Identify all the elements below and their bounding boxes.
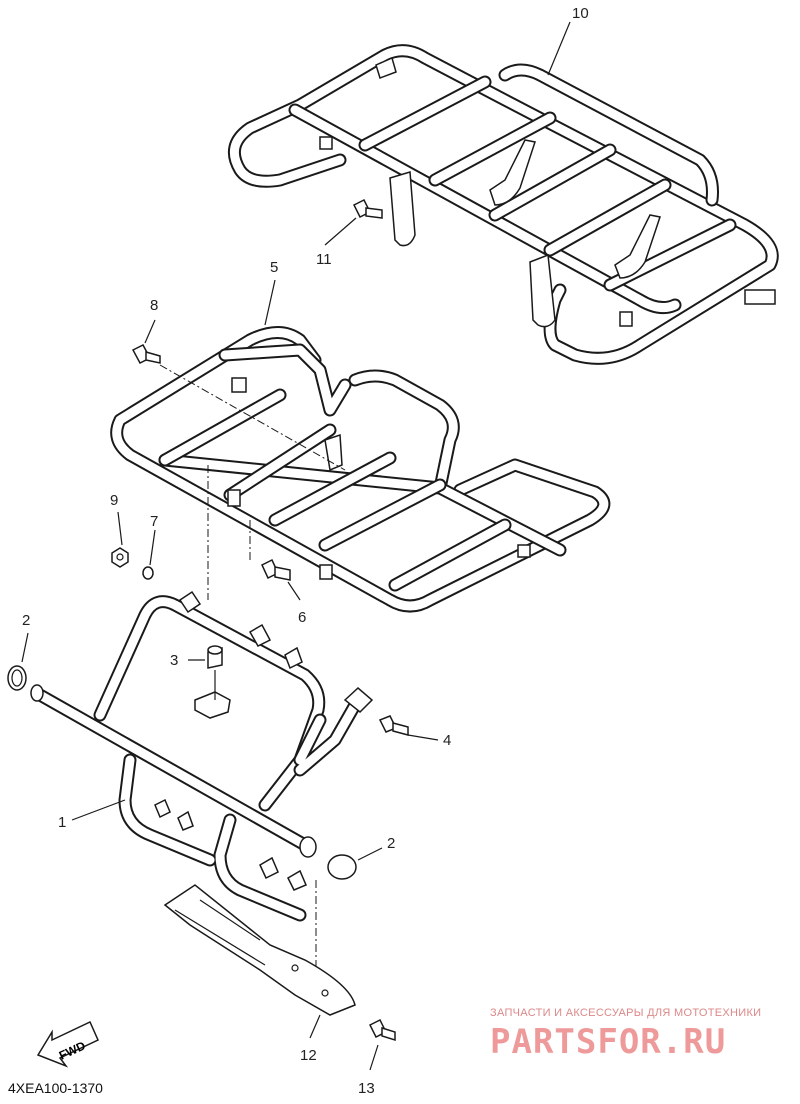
rear-carrier-10 <box>227 44 779 365</box>
leader-5 <box>264 279 276 326</box>
front-guard-1 <box>30 590 374 922</box>
callout-7: 7 <box>150 513 158 530</box>
front-carrier-5 <box>110 326 611 613</box>
watermark-logo: PARTSFOR.RU <box>490 1022 727 1062</box>
bolt-6 <box>261 558 301 601</box>
callout-10: 10 <box>572 5 589 22</box>
callout-2-right: 2 <box>387 835 395 852</box>
callout-1: 1 <box>58 814 66 831</box>
watermark-tagline: ЗАПЧАСТИ И АКСЕССУАРЫ ДЛЯ МОТОТЕХНИКИ <box>490 1007 762 1019</box>
callout-9: 9 <box>110 492 118 509</box>
callout-3: 3 <box>170 652 178 669</box>
bolt-13 <box>368 1018 396 1071</box>
rubber-stop-3 <box>188 645 223 700</box>
callout-5: 5 <box>270 259 278 276</box>
end-cap-2-right <box>327 847 383 880</box>
bolt-11 <box>324 198 383 246</box>
bolt-4 <box>378 715 439 741</box>
diagram-code: 4XEA100-1370 <box>8 1080 103 1096</box>
washer-7 <box>142 529 156 580</box>
callout-8: 8 <box>150 297 158 314</box>
end-cap-2-left <box>7 632 29 691</box>
leader-1 <box>71 799 126 821</box>
callout-13: 13 <box>358 1080 375 1097</box>
callout-2-left: 2 <box>22 612 30 629</box>
skid-plate-12 <box>163 884 356 1039</box>
bolt-8 <box>131 319 161 364</box>
nut-9 <box>111 511 129 568</box>
callout-6: 6 <box>298 609 306 626</box>
leader-10 <box>547 21 571 76</box>
callout-12: 12 <box>300 1047 317 1064</box>
callout-11: 11 <box>316 251 332 268</box>
callout-4: 4 <box>443 732 451 749</box>
fwd-arrow-icon: FWD <box>36 1020 99 1068</box>
